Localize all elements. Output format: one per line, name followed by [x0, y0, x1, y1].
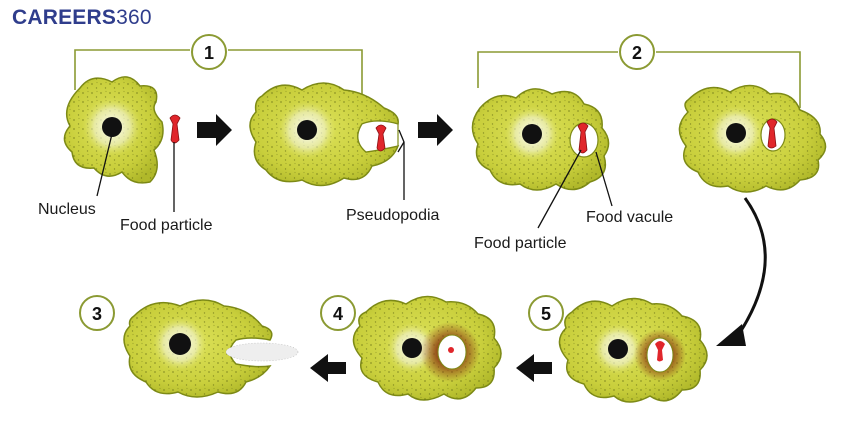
label-food-particle-2: Food particle [474, 235, 567, 252]
step-1-badge: 1 [191, 34, 227, 70]
svg-text:3: 3 [92, 304, 102, 324]
step-3-badge: 3 [79, 295, 115, 331]
curved-arrow-icon [733, 197, 767, 341]
svg-text:5: 5 [541, 304, 551, 324]
egested-waste [225, 342, 299, 362]
step1-bracket [74, 49, 363, 95]
nucleus [522, 124, 542, 144]
amoeba-stage-5 [558, 297, 708, 403]
amoeba-stage-a [63, 76, 164, 184]
nucleus [726, 123, 746, 143]
step-2-badge: 2 [619, 34, 655, 70]
arrow-left-icon [310, 354, 346, 382]
arrowhead-icon [716, 324, 746, 346]
amoeba-stage-c [471, 88, 610, 191]
nucleus [402, 338, 422, 358]
food-particle-icon [169, 114, 181, 144]
svg-text:1: 1 [204, 43, 214, 63]
svg-text:2: 2 [632, 43, 642, 63]
nucleus [102, 117, 122, 137]
label-food-vacuole: Food vacule [586, 209, 673, 226]
step-5-badge: 5 [528, 295, 564, 331]
svg-text:4: 4 [333, 304, 343, 324]
nucleus [297, 120, 317, 140]
amoeba-stage-d [678, 84, 827, 193]
step2-bracket [477, 51, 801, 108]
arrow-right-icon [197, 114, 232, 146]
amoeba-stage-b [249, 82, 400, 187]
step-4-badge: 4 [320, 295, 356, 331]
arrow-left-icon [516, 354, 552, 382]
careers360-logo: CAREERS360 [12, 6, 152, 29]
arrow-right-icon [418, 114, 453, 146]
nucleus [169, 333, 191, 355]
label-nucleus: Nucleus [38, 201, 96, 218]
nucleus [608, 339, 628, 359]
label-food-particle: Food particle [120, 217, 213, 234]
amoeba-stage-3 [123, 299, 299, 398]
label-pseudopodia: Pseudopodia [346, 207, 440, 224]
amoeba-stage-4 [352, 295, 502, 401]
